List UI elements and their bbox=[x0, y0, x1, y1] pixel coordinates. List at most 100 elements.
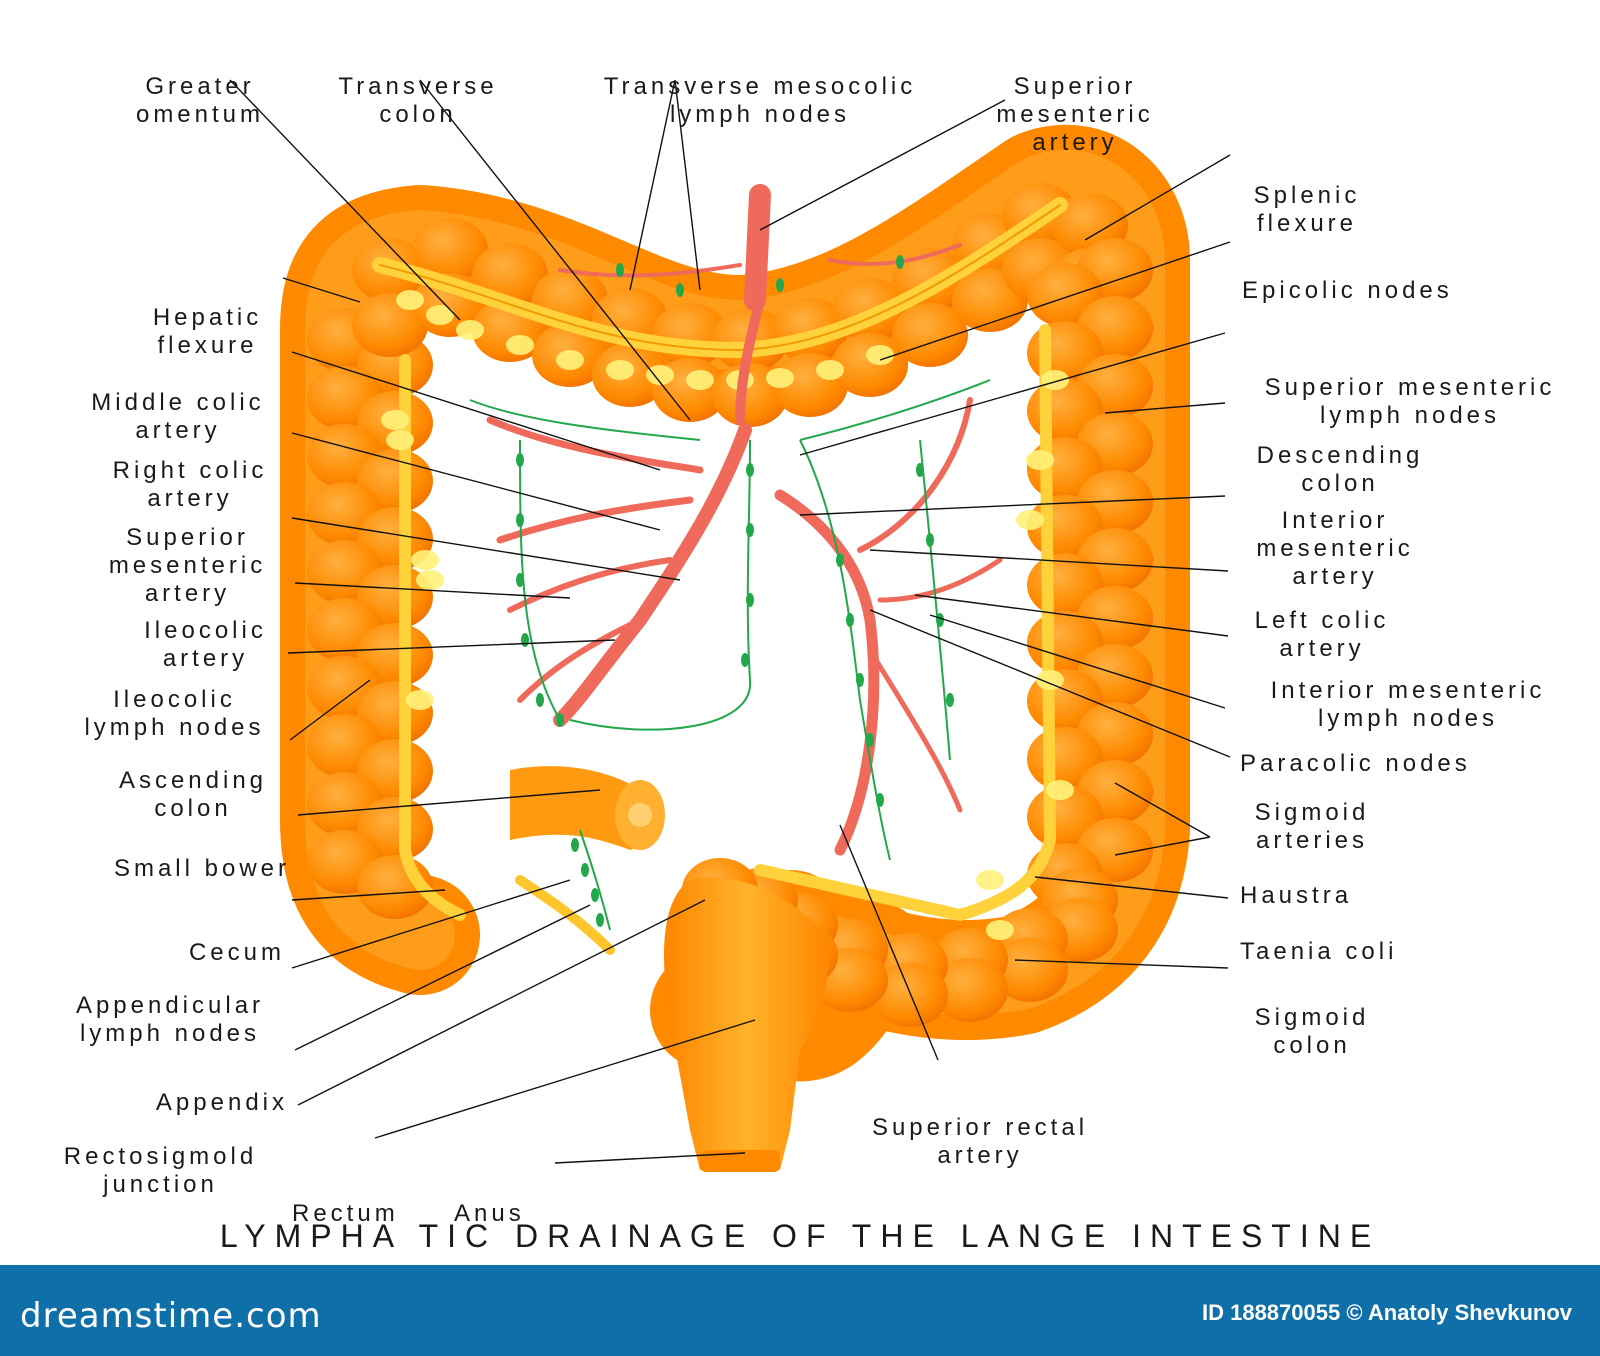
lymph-node bbox=[896, 255, 904, 269]
lymph-node bbox=[866, 733, 874, 747]
label-taenia-coli: Taenia coli bbox=[1240, 938, 1398, 965]
taenia-coli-bands bbox=[372, 197, 1068, 922]
fat-node bbox=[396, 290, 424, 310]
fat-node bbox=[646, 365, 674, 385]
label-rectum: Rectum bbox=[292, 1200, 399, 1227]
lymph-node bbox=[926, 533, 934, 547]
fat-node bbox=[411, 550, 439, 570]
fat-node bbox=[556, 350, 584, 370]
lymph-node bbox=[516, 453, 524, 467]
appendix bbox=[515, 875, 615, 955]
label-cecum: Cecum bbox=[188, 939, 285, 966]
large-intestine-illustration bbox=[280, 124, 1190, 1172]
label-small-bower: Small bower bbox=[113, 855, 290, 882]
lymph-node bbox=[846, 613, 854, 627]
lymph-node bbox=[536, 693, 544, 707]
epicolic-fat-nodes bbox=[381, 290, 1074, 940]
fat-node bbox=[976, 870, 1004, 890]
haustrum bbox=[892, 303, 968, 367]
haustrum bbox=[872, 963, 948, 1027]
fat-node bbox=[686, 370, 714, 390]
arteries bbox=[486, 184, 1003, 856]
lymph-node bbox=[741, 653, 749, 667]
haustrum bbox=[412, 218, 488, 282]
leader-lines bbox=[229, 79, 1231, 1164]
lymph-node bbox=[616, 263, 624, 277]
footer-bar bbox=[0, 1265, 1600, 1356]
fat-node bbox=[456, 320, 484, 340]
fat-node bbox=[1046, 780, 1074, 800]
fat-node bbox=[866, 345, 894, 365]
fat-node bbox=[766, 368, 794, 388]
lymph-nodes bbox=[516, 255, 954, 927]
rectum bbox=[664, 877, 830, 1172]
lymph-node bbox=[516, 513, 524, 527]
label-epicolic-nodes: Epicolic nodes bbox=[1242, 277, 1453, 304]
lymph-node bbox=[776, 278, 784, 292]
fat-node bbox=[1041, 370, 1069, 390]
lymph-node bbox=[916, 463, 924, 477]
label-paracolic-nodes: Paracolic nodes bbox=[1240, 750, 1471, 777]
fat-node bbox=[816, 360, 844, 380]
fat-node bbox=[426, 305, 454, 325]
lymph-node bbox=[516, 573, 524, 587]
haustrum bbox=[932, 958, 1008, 1022]
lymph-node bbox=[591, 888, 599, 902]
lymph-node bbox=[876, 793, 884, 807]
fat-node bbox=[381, 410, 409, 430]
fat-node bbox=[1016, 510, 1044, 530]
image-credit: ID 188870055 © Anatoly Shevkunov bbox=[1201, 1300, 1572, 1325]
lymph-node bbox=[746, 523, 754, 537]
lymph-node bbox=[936, 613, 944, 627]
fat-node bbox=[416, 570, 444, 590]
lymph-node bbox=[746, 593, 754, 607]
fat-node bbox=[986, 920, 1014, 940]
lymph-node bbox=[676, 283, 684, 297]
lymph-node bbox=[581, 863, 589, 877]
fat-node bbox=[406, 690, 434, 710]
lymph-node bbox=[946, 693, 954, 707]
haustrum bbox=[992, 938, 1068, 1002]
fat-node bbox=[606, 360, 634, 380]
lymph-node bbox=[596, 913, 604, 927]
fat-node bbox=[1036, 670, 1064, 690]
brand-logo-text[interactable]: dreamstime.com bbox=[20, 1296, 322, 1336]
lymph-node bbox=[856, 673, 864, 687]
label-anus: Anus bbox=[454, 1200, 525, 1227]
label-appendix: Appendix bbox=[155, 1089, 288, 1116]
fat-node bbox=[1026, 450, 1054, 470]
label-haustra: Haustra bbox=[1240, 882, 1353, 909]
lymph-node bbox=[746, 463, 754, 477]
lymph-node bbox=[556, 713, 564, 727]
small-bowel bbox=[510, 766, 665, 850]
fat-node bbox=[386, 430, 414, 450]
lymph-node bbox=[836, 553, 844, 567]
diagram-title: LYMPHA TIC DRAINAGE OF THE LANGE INTESTI… bbox=[219, 1218, 1381, 1254]
fat-node bbox=[506, 335, 534, 355]
lymph-node bbox=[571, 838, 579, 852]
lymph-vessels bbox=[469, 379, 991, 931]
